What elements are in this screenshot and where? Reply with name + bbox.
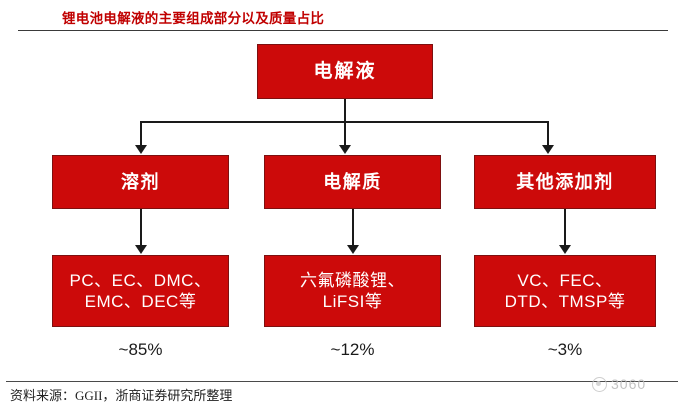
connector-drop-center: [344, 121, 346, 146]
page-title: 锂电池电解液的主要组成部分以及质量占比: [62, 11, 325, 26]
node-components-solvent: PC、EC、DMC、 EMC、DEC等: [52, 255, 229, 327]
node-category-label: 溶剂: [121, 171, 160, 192]
watermark: 3060: [592, 376, 646, 392]
node-category-solvent: 溶剂: [52, 155, 229, 209]
share-additives: ~3%: [547, 340, 583, 359]
footer-divider: [6, 381, 678, 382]
node-category-label: 电解质: [323, 171, 382, 192]
connector-drop-right: [547, 121, 549, 146]
watermark-text: 3060: [611, 376, 647, 392]
node-components-label: PC、EC、DMC、 EMC、DEC等: [69, 270, 212, 311]
arrowhead2-left: [135, 245, 147, 254]
connector-drop2-right: [564, 209, 566, 246]
connector-drop2-left: [140, 209, 142, 246]
source-note: 资料来源：GGII，浙商证券研究所整理: [10, 388, 233, 403]
node-components-additives: VC、FEC、 DTD、TMSP等: [474, 255, 656, 327]
arrowhead2-right: [559, 245, 571, 254]
node-components-label: 六氟磷酸锂、 LiFSI等: [300, 270, 405, 311]
node-category-electrolyte-salt: 电解质: [264, 155, 441, 209]
share-electrolyte-salt: ~12%: [330, 340, 375, 359]
watermark-logo-icon: [592, 376, 607, 392]
node-components-label: VC、FEC、 DTD、TMSP等: [504, 270, 626, 311]
arrowhead-center: [339, 145, 351, 154]
arrowhead2-center: [347, 245, 359, 254]
connector-drop2-center: [352, 209, 354, 246]
arrowhead-right: [542, 145, 554, 154]
node-components-electrolyte-salt: 六氟磷酸锂、 LiFSI等: [264, 255, 441, 327]
node-category-additives: 其他添加剂: [474, 155, 656, 209]
arrowhead-left: [135, 145, 147, 154]
node-category-label: 其他添加剂: [516, 171, 614, 192]
connector-root-stem: [344, 99, 346, 122]
title-divider: [18, 30, 668, 31]
share-solvent: ~85%: [118, 340, 163, 359]
node-root-label: 电解液: [313, 60, 377, 82]
title-bar: 锂电池电解液的主要组成部分以及质量占比: [0, 0, 684, 31]
node-root-electrolyte: 电解液: [257, 44, 433, 99]
connector-drop-left: [140, 121, 142, 146]
